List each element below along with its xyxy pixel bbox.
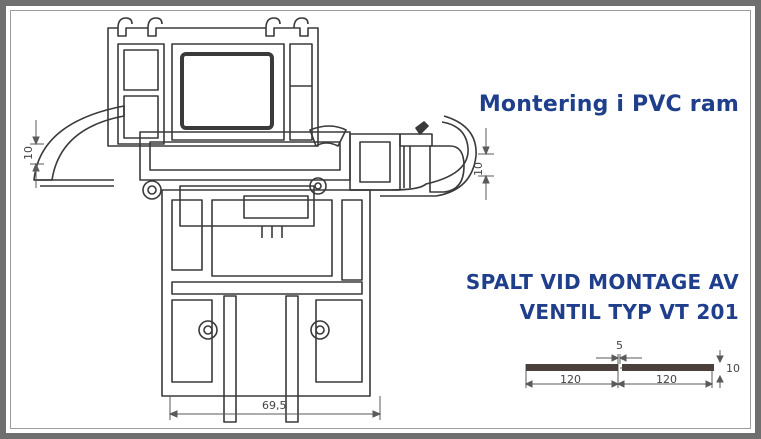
bottom-width-label: 69,5	[262, 399, 287, 412]
detail-left-length-label: 120	[560, 373, 581, 386]
gap-title-line2: VENTIL TYP VT 201	[519, 300, 739, 324]
left-height-label: 10	[22, 146, 35, 160]
vent-assembly	[349, 115, 477, 197]
frame-profile	[161, 189, 371, 423]
right-height-label: 10	[472, 162, 485, 176]
sash-profile	[107, 17, 319, 147]
mounting-title: Montering i PVC ram	[478, 92, 739, 117]
glazing-bead	[33, 105, 125, 187]
detail-gap-label: 5	[616, 339, 623, 352]
gap-detail-plates	[526, 364, 714, 371]
detail-thickness-label: 10	[726, 362, 740, 375]
gap-title-line1: SPALT VID MONTAGE AV	[465, 270, 739, 294]
detail-right-length-label: 120	[656, 373, 677, 386]
